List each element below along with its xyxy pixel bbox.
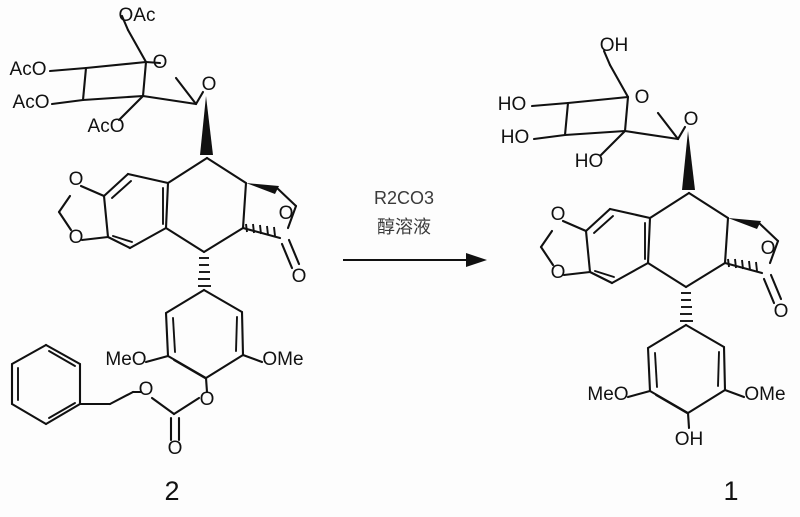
compound-2-aco-3-label: AcO — [88, 116, 125, 137]
compound-2-carbonate-carbonyl-o-label: O — [168, 438, 183, 459]
compound-1-lactone-ch2-wedge — [728, 218, 761, 229]
compound-2-sugar-ring — [48, 14, 205, 122]
compound-1-ho-1-label: HO — [498, 94, 527, 115]
compound-2-carbonate-o-right-label: O — [200, 389, 215, 410]
compound-2-dioxole-o-top-label: O — [69, 169, 84, 190]
compound-1-ho-3-label: HO — [575, 151, 604, 172]
compound-2-carbonate-o-left-label: O — [139, 379, 154, 400]
compound-1-aryl-hash — [680, 292, 693, 322]
compound-2-lactone-o-label: O — [279, 203, 294, 224]
compound-2-aco-1-label: AcO — [10, 59, 47, 80]
compound-1-lactone-carbonyl-o-label: O — [774, 301, 789, 322]
compound-1-core — [539, 191, 783, 305]
reaction-reagent-label: R2CO3 — [374, 188, 434, 208]
compound-1-dioxole-o-top-label: O — [551, 204, 566, 225]
compound-1-pendant-aryl — [626, 323, 746, 430]
compound-2-structure: OAc AcO AcO AcO O O — [10, 5, 307, 506]
compound-1-ring-o-label: O — [635, 87, 650, 108]
compound-1-sugar-ring — [530, 49, 687, 157]
reaction-arrow-head — [466, 253, 487, 267]
compound-2-label: 2 — [164, 476, 179, 506]
compound-1-ome-right-label: OMe — [744, 384, 785, 405]
compound-2-oac-top-label: OAc — [119, 5, 156, 26]
compound-1-meo-left-label: MeO — [587, 384, 628, 405]
compound-2-glycosidic-wedge — [200, 96, 213, 155]
compound-1-phenol-oh-label: OH — [675, 429, 704, 450]
compound-2-benzyl-carbonate — [10, 343, 201, 442]
compound-2-ome-right-label: OMe — [262, 349, 303, 370]
compound-2-lactone-ch2-wedge — [246, 183, 279, 194]
compound-2-ring-o-label: O — [153, 52, 168, 73]
compound-2-glycosidic-o-label: O — [202, 74, 217, 95]
compound-2-meo-left-label: MeO — [105, 349, 146, 370]
compound-1-glycosidic-wedge — [682, 131, 695, 190]
compound-2-core — [57, 156, 301, 270]
compound-2-pendant-aryl — [144, 288, 264, 394]
compound-1-ho-2-label: HO — [501, 127, 530, 148]
compound-1-dioxole-o-bottom-label: O — [551, 262, 566, 283]
compound-1-oh-top-label: OH — [600, 35, 629, 56]
compound-2-lactone-carbonyl-o-label: O — [292, 266, 307, 287]
compound-2-aco-2-label: AcO — [13, 92, 50, 113]
compound-1-lactone-hash — [727, 258, 758, 272]
reaction-solvent-label: 醇溶液 — [377, 217, 431, 237]
compound-1-structure: OH HO HO HO O O — [498, 35, 789, 506]
compound-1-lactone-o-label: O — [761, 238, 776, 259]
compound-2-lactone-hash — [245, 223, 276, 237]
compound-2-dioxole-o-bottom-label: O — [69, 227, 84, 248]
compound-1-label: 1 — [723, 476, 738, 506]
reaction-arrow-group: R2CO3 醇溶液 — [343, 188, 487, 267]
compound-2-aryl-hash — [198, 257, 211, 287]
compound-1-glycosidic-o-label: O — [684, 109, 699, 130]
